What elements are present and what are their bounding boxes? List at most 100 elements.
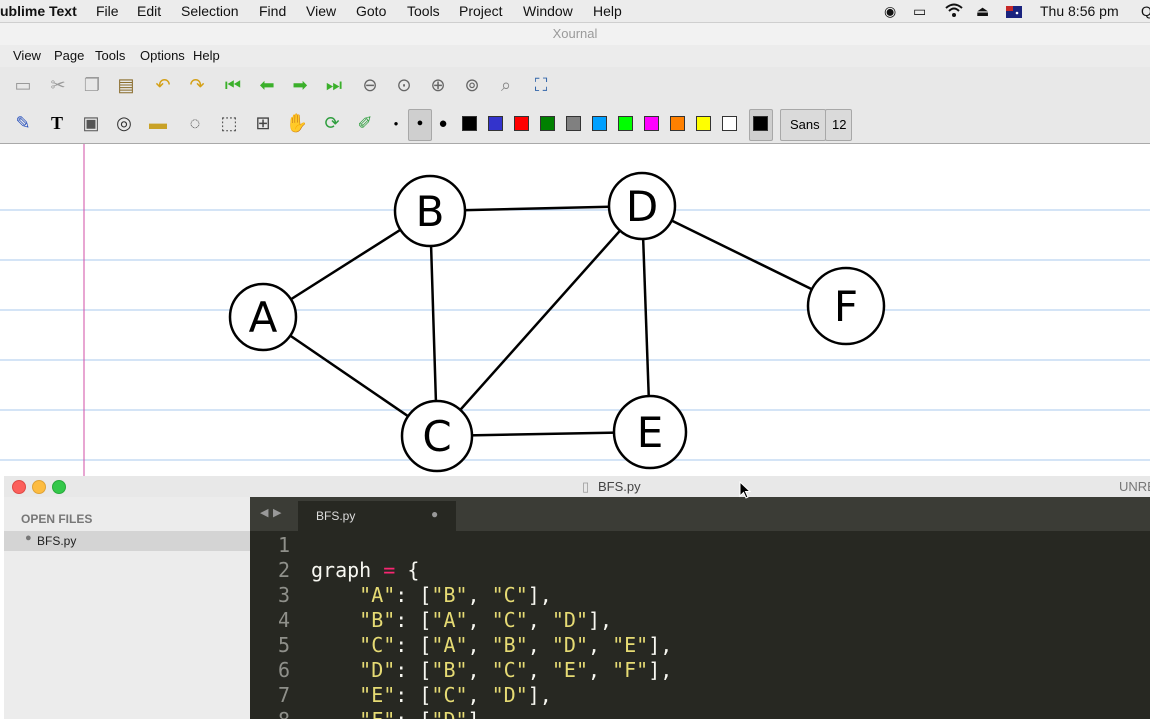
xmenu-options[interactable]: Options [140,48,185,63]
mouse-cursor-icon [739,481,752,499]
edge-C-D [436,205,643,437]
next-page-icon[interactable]: ➡ [292,74,308,95]
color-swatch-12[interactable] [753,116,768,131]
tab-nav-left-icon[interactable]: ◀ [260,507,269,519]
image-tool-icon[interactable]: ▣ [82,112,100,133]
code-line: "F": ["D"] [311,708,479,719]
menu-selection[interactable]: Selection [181,3,239,19]
airplay-icon[interactable]: ▭ [913,3,927,19]
menu-window[interactable]: Window [523,3,573,19]
xournal-menubar: View Page Tools Options Help [0,45,1150,68]
menu-project[interactable]: Project [459,3,503,19]
tab-bfs[interactable]: BFS.py ● [298,501,456,531]
mac-menubar: ublime Text File Edit Selection Find Vie… [0,0,1150,23]
color-swatch-4[interactable] [540,116,555,131]
vertical-space-icon[interactable]: ⊞ [255,112,271,133]
first-page-icon[interactable]: ⏮ [224,74,242,95]
open-folder-icon[interactable]: ▭ [14,74,32,95]
pen-icon[interactable]: ✎ [15,112,31,133]
menu-edit[interactable]: Edit [137,3,162,19]
window-title: BFS.py [598,479,641,494]
zoom-fit-icon[interactable]: ⊙ [396,74,412,95]
zoom-window-button[interactable] [52,480,66,494]
lasso-icon[interactable]: ◌ [189,112,201,133]
line-number: 6 [277,658,290,682]
zoom-page-icon[interactable]: ⌕ [500,74,512,95]
flag-icon[interactable] [1006,5,1022,21]
medium-thickness-icon[interactable]: ● [416,117,424,129]
unregistered-label: UNRE [1119,479,1150,494]
copy-icon[interactable]: ❐ [83,74,101,95]
sublime-window: ▯ BFS.py UNRE OPEN FILES ● BFS.py ◀ ▶ BF… [4,476,1150,719]
color-swatch-5[interactable] [566,116,581,131]
record-icon[interactable]: ◉ [884,3,897,19]
font-size-button[interactable]: 12 [825,109,852,141]
select-rect-icon[interactable]: ⬚ [220,112,238,133]
thin-thickness-icon[interactable]: ● [393,118,399,128]
pen-toolbar: ✎ T ▣ ◎ ▬ ◌ ⬚ ⊞ ✋ ⟳ ✐ ● ● ● Sans 12 [0,104,1150,144]
eject-icon[interactable]: ⏏ [976,3,990,19]
hand-icon[interactable]: ✋ [285,112,309,133]
fullscreen-icon[interactable]: ⛶ [534,74,548,95]
xmenu-view[interactable]: View [13,48,41,63]
app-menu[interactable]: ublime Text [0,3,77,19]
color-swatch-3[interactable] [514,116,529,131]
menu-goto[interactable]: Goto [356,3,387,19]
undo-icon[interactable]: ↶ [155,74,171,95]
redo-icon[interactable]: ↷ [189,74,205,95]
medium-thickness-pressed [408,109,432,141]
color-swatch-1[interactable] [462,116,477,131]
clock[interactable]: Thu 8:56 pm [1040,3,1119,19]
font-name: Sans [790,117,820,132]
shape-tool-icon[interactable]: ◎ [116,112,132,133]
node-E [612,394,688,470]
xmenu-tools[interactable]: Tools [95,48,126,63]
zoom-in-icon[interactable]: ⊕ [430,74,446,95]
color-swatch-8[interactable] [644,116,659,131]
color-swatch-11[interactable] [722,116,737,131]
sidebar-item-bfs[interactable]: ● BFS.py [4,531,250,551]
paste-icon[interactable]: ▤ [117,74,135,95]
color-swatch-6[interactable] [592,116,607,131]
color-swatch-9[interactable] [670,116,685,131]
color-swatch-10[interactable] [696,116,711,131]
menu-file[interactable]: File [96,3,119,19]
text-tool-icon[interactable]: T [50,112,63,133]
menu-tools[interactable]: Tools [407,3,440,19]
default-pen-icon[interactable]: ⟳ [324,112,340,133]
prev-page-icon[interactable]: ⬅ [259,74,275,95]
edge-B-C [428,210,439,437]
last-page-icon[interactable]: ⏭ [325,74,343,95]
color-swatch-2[interactable] [488,116,503,131]
minimize-window-button[interactable] [32,480,46,494]
spotlight-icon[interactable]: Q [1141,3,1150,19]
tab-nav-right-icon[interactable]: ▶ [273,507,282,519]
zoom-100-icon[interactable]: ⊚ [464,74,480,95]
xmenu-help[interactable]: Help [193,48,220,63]
code-line: "C": ["A", "B", "D", "E"], [359,633,673,657]
xmenu-page[interactable]: Page [54,48,85,63]
line-number: 4 [277,608,290,632]
line-number: 2 [277,558,290,582]
menu-view[interactable]: View [306,3,337,19]
color-swatch-7[interactable] [618,116,633,131]
sidebar-file-label: BFS.py [37,534,77,548]
thick-thickness-icon[interactable]: ● [438,114,448,132]
unsaved-dot-icon[interactable]: ● [431,507,439,521]
node-label-C: C [422,412,451,461]
default-highlighter-icon[interactable]: ✐ [357,112,373,133]
ruler-icon[interactable]: ▬ [149,112,167,133]
menu-help[interactable]: Help [593,3,622,19]
font-button[interactable]: Sans [780,109,826,141]
zoom-out-icon[interactable]: ⊖ [362,74,378,95]
node-A [228,282,298,352]
cut-icon[interactable]: ✂ [50,74,66,95]
file-dot-icon: ● [25,532,32,544]
menu-find[interactable]: Find [259,3,287,19]
sublime-titlebar: ▯ BFS.py UNRE [4,476,1150,498]
close-window-button[interactable] [12,480,26,494]
edge-D-E [640,205,652,433]
wifi-icon[interactable] [945,3,963,20]
